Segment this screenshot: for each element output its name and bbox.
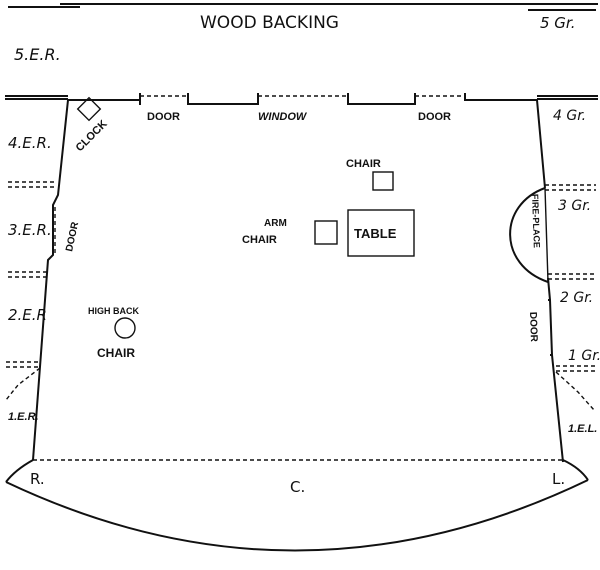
back-wall: DOOR WINDOW DOOR <box>5 93 598 123</box>
entrance-1-diagonal <box>5 367 41 401</box>
back-wall-seg-4 <box>464 93 537 101</box>
left-door-label: DOOR <box>64 220 81 252</box>
chair-label: CHAIR <box>346 158 381 170</box>
groove-4-label: 4 Gr. <box>553 108 586 124</box>
high-back-chair-icon <box>114 317 136 339</box>
arm-chair-label-2: CHAIR <box>242 234 277 246</box>
clock-label: CLOCK <box>74 118 110 154</box>
furniture: CHAIR ARM CHAIR TABLE HIGH BACK CHAIR <box>88 158 415 360</box>
entrance-1-label: 1.E.R. <box>8 411 39 423</box>
groove-3-label: 3 Gr. <box>558 198 591 214</box>
back-wall-seg-3 <box>347 93 416 105</box>
right-door-frame <box>548 299 552 356</box>
front-corner-left <box>5 459 34 483</box>
back-wall-seg-1 <box>68 93 141 105</box>
stage-front: R. C. L. <box>5 459 589 552</box>
groove-1-diagonal <box>555 371 595 411</box>
entrance-4-label: 4.E.R. <box>8 134 52 152</box>
back-wall-seg-2 <box>187 93 259 105</box>
wood-backing: WOOD BACKING 5 Gr. 5.E.R. <box>8 3 598 64</box>
entrance-5-label: 5.E.R. <box>14 45 61 64</box>
fireplace-label: FIRE-PLACE <box>530 194 542 248</box>
left-wall: CLOCK DOOR 4.E.R. 3.E.R. 2.E.R 1.E.R. <box>5 96 110 461</box>
table-label: TABLE <box>354 226 397 241</box>
door-left-label: DOOR <box>147 111 180 123</box>
groove-5-label: 5 Gr. <box>540 14 576 32</box>
arm-chair-icon <box>314 220 338 245</box>
entrance-left-label: 1.E.L. <box>568 423 597 435</box>
left-wall-line <box>32 99 69 461</box>
entrance-2-label: 2.E.R <box>8 306 47 324</box>
right-wall-line <box>536 99 564 463</box>
table-icon <box>347 209 415 257</box>
chair-icon <box>372 171 394 191</box>
door-right-label: DOOR <box>418 111 451 123</box>
right-wall: FIRE-PLACE DOOR 4 Gr. 3 Gr. 2 Gr. 1 Gr. … <box>509 99 600 463</box>
right-door-label: DOOR <box>527 312 539 343</box>
groove-1-label: 1 Gr. <box>568 348 600 364</box>
fireplace-alcove <box>509 187 549 283</box>
high-back-chair-label-2: CHAIR <box>97 346 135 360</box>
front-corner-right <box>562 459 589 481</box>
backing-title: WOOD BACKING <box>200 13 339 33</box>
arm-chair-label-1: ARM <box>264 218 287 229</box>
position-left-label: L. <box>552 470 565 488</box>
groove-2-label: 2 Gr. <box>560 290 593 306</box>
clock-icon <box>76 96 102 122</box>
entrance-3-label: 3.E.R. <box>8 221 52 239</box>
position-right-label: R. <box>30 470 45 488</box>
high-back-chair-label-1: HIGH BACK <box>88 306 139 316</box>
fireplace-opening <box>544 187 549 283</box>
apron-curve <box>5 479 589 552</box>
position-centre-label: C. <box>290 478 305 496</box>
window-label: WINDOW <box>258 111 308 123</box>
